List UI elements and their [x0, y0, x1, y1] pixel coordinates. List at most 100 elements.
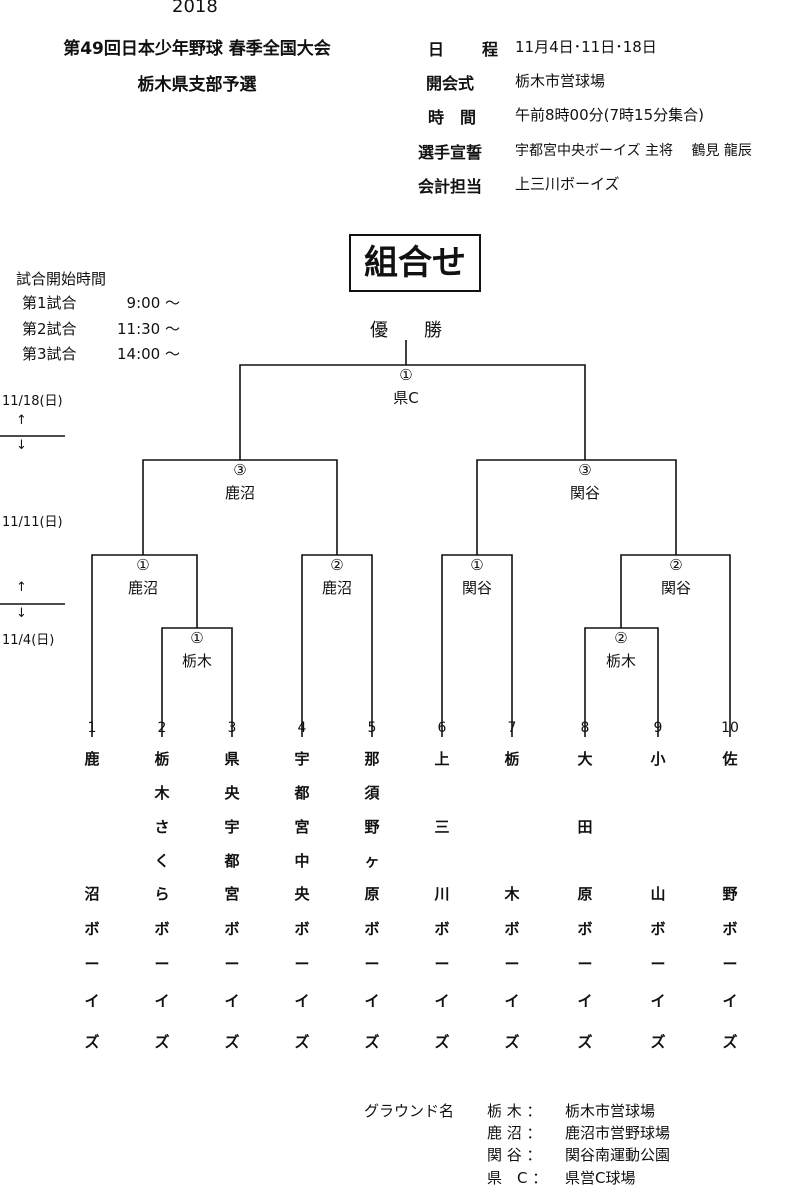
info-label: 時 間 [428, 108, 477, 127]
arrow-down-icon: ↓ [16, 606, 27, 621]
grounds-title: グラウンド名 [364, 1102, 455, 1120]
ground-name: 関谷南運動公園 [565, 1146, 671, 1164]
team-number: 4 [297, 720, 307, 736]
info-label: 開会式 [426, 74, 475, 93]
champion-label: 優 勝 [370, 320, 442, 341]
game-number: ① [470, 556, 484, 574]
team-name-char: 田 [577, 818, 593, 836]
team-name-char: 中 [294, 852, 310, 870]
team-name-char: ボ [84, 920, 100, 938]
heading-box: 組合せ [349, 234, 481, 292]
team-name-char: イ [294, 992, 310, 1010]
team-name-char: 須 [364, 784, 380, 802]
sched-time: 14:00 ～ [117, 345, 180, 363]
game-number: ③ [233, 461, 247, 479]
ground-name: 鹿沼市営野球場 [565, 1124, 671, 1142]
game-venue: 関谷 [660, 579, 692, 597]
game-number: ① [399, 366, 413, 384]
team-name-char: ー [154, 955, 170, 973]
ground-short: 関 谷 ： [487, 1146, 542, 1164]
team-name-char: ズ [84, 1033, 100, 1051]
team-name-char: 佐 [722, 750, 738, 768]
team-name-char: 三 [434, 818, 450, 836]
title-line2: 栃木県支部予選 [137, 75, 257, 95]
start-times-title: 試合開始時間 [16, 270, 107, 288]
team-name-char: 都 [294, 784, 310, 802]
team-number: 5 [367, 720, 377, 736]
team-name-char: イ [434, 992, 450, 1010]
team-name-char: さ [154, 818, 170, 836]
team-name-char: ー [364, 955, 380, 973]
bracket-line [91, 554, 198, 737]
info-value: 午前8時00分(7時15分集合) [515, 106, 704, 124]
date-first: 11/4(日) [2, 633, 55, 648]
game-number: ① [136, 556, 150, 574]
arrow-up-icon: ↑ [16, 413, 27, 428]
team-name-char: 県 [224, 750, 240, 768]
team-name-char: ボ [434, 920, 450, 938]
bracket-line [620, 554, 731, 737]
game-number: ② [614, 629, 628, 647]
year: 2018 [172, 0, 218, 17]
sched-time: 11:30 ～ [117, 320, 180, 338]
team-name-char: 栃 [504, 750, 520, 768]
info-label: 選手宣誓 [418, 143, 483, 162]
team-name-char: 那 [364, 750, 380, 768]
team-name-char: ズ [722, 1033, 738, 1051]
team-name-char: 栃 [154, 750, 170, 768]
team-name-char: 木 [154, 784, 170, 802]
game-venue: 鹿沼 [321, 579, 353, 597]
team-name-char: 央 [294, 885, 310, 903]
game-venue: 関谷 [461, 579, 493, 597]
sched-game: 第3試合 [22, 345, 77, 363]
bracket-line [441, 554, 513, 737]
ground-name: 県営C球場 [565, 1169, 636, 1187]
ground-name: 栃木市営球場 [565, 1102, 656, 1120]
team-number: 1 [87, 720, 97, 736]
team-name-char: ズ [224, 1033, 240, 1051]
team-name-char: 沼 [84, 885, 100, 903]
team-number: 8 [580, 720, 590, 736]
team-number: 10 [721, 720, 739, 736]
sched-time: 9:00 ～ [126, 294, 180, 312]
team-name-char: ズ [294, 1033, 310, 1051]
ground-short: 県 C ： [487, 1169, 548, 1187]
arrow-up-icon: ↑ [16, 580, 27, 595]
team-name-char: 野 [722, 885, 738, 903]
info-label: 会計担当 [418, 177, 483, 196]
title-line1: 第49回日本少年野球 春季全国大会 [63, 39, 331, 59]
date-final: 11/18(日) [2, 394, 63, 409]
team-name-char: ボ [224, 920, 240, 938]
team-name-char: 川 [434, 885, 450, 903]
team-name-char: 宮 [224, 885, 240, 903]
team-name-char: イ [650, 992, 666, 1010]
team-name-char: く [154, 852, 170, 870]
team-name-char: 大 [577, 750, 593, 768]
team-name-char: イ [577, 992, 593, 1010]
team-name-char: ヶ [364, 852, 380, 870]
team-name-char: ー [650, 955, 666, 973]
team-name-char: 小 [650, 750, 666, 768]
game-venue: 県C [393, 389, 419, 407]
game-venue: 鹿沼 [224, 484, 256, 502]
game-number: ② [330, 556, 344, 574]
game-venue: 関谷 [569, 484, 601, 502]
team-name-char: ズ [504, 1033, 520, 1051]
team-name-char: 原 [577, 885, 593, 903]
sched-game: 第2試合 [22, 320, 77, 338]
team-name-char: ー [294, 955, 310, 973]
team-name-char: 都 [224, 852, 240, 870]
team-name-char: ズ [650, 1033, 666, 1051]
team-name-char: 央 [224, 784, 240, 802]
game-number: ② [669, 556, 683, 574]
team-name-char: ズ [154, 1033, 170, 1051]
team-name-char: ズ [434, 1033, 450, 1051]
team-name-char: ボ [154, 920, 170, 938]
team-name-char: 木 [504, 885, 520, 903]
bracket-line [584, 627, 659, 737]
info-label: 日 程 [428, 40, 498, 59]
team-name-char: ー [577, 955, 593, 973]
game-venue: 栃木 [181, 652, 213, 670]
